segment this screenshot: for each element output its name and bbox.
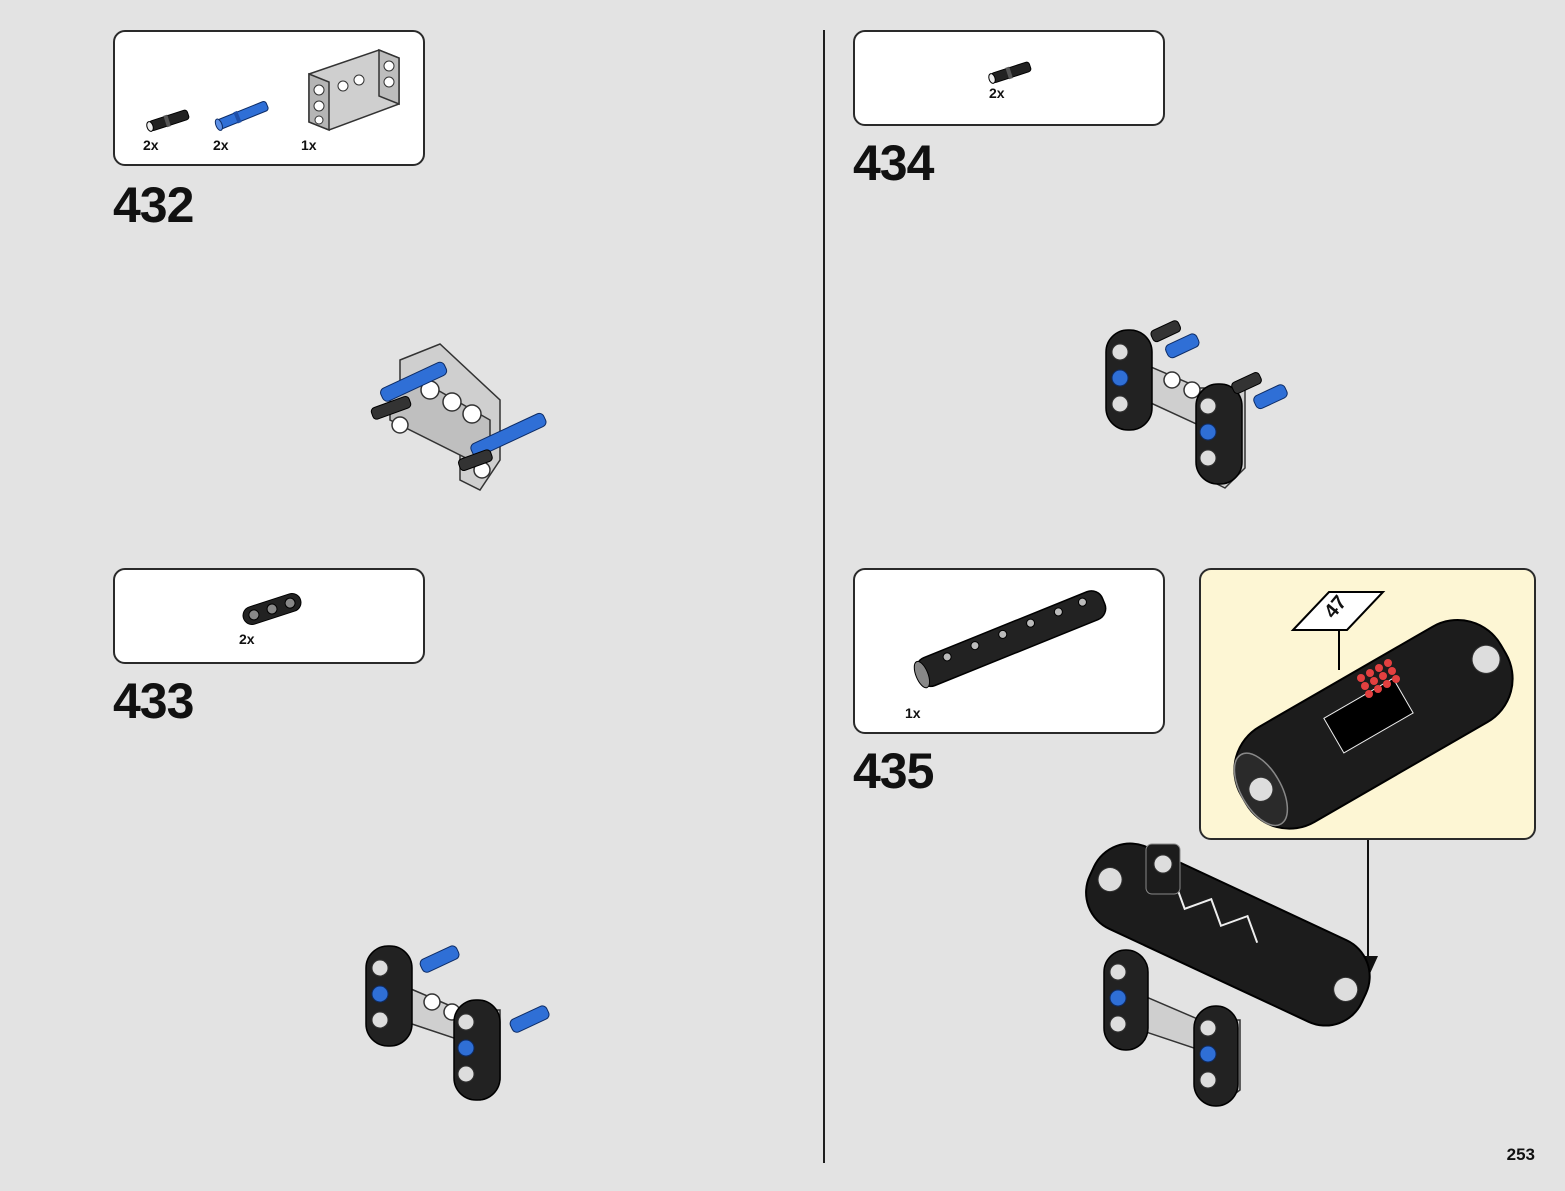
parts-box-step-432: 2x 2x 1x	[113, 30, 425, 166]
quantity-label: 2x	[143, 137, 159, 153]
sticker-callout-illustration	[1233, 591, 1514, 830]
step-number: 434	[853, 135, 934, 191]
assembly-illustration-432	[370, 343, 547, 491]
quantity-label: 2x	[239, 631, 255, 647]
quantity-label: 2x	[213, 137, 229, 153]
black-pin-icon	[988, 61, 1032, 84]
parts-box-step-435: 1x	[853, 568, 1165, 734]
sticker-icon	[1290, 591, 1386, 631]
parts-box-step-433: 2x	[113, 568, 425, 664]
black-panel-beam-icon	[913, 590, 1107, 689]
quantity-label: 1x	[301, 137, 317, 153]
grey-frame-icon	[308, 48, 400, 132]
step-number: 435	[853, 743, 934, 799]
step-number: 432	[113, 177, 194, 233]
assembly-illustration-434	[1105, 320, 1288, 489]
step-number: 433	[113, 673, 194, 729]
page-divider	[823, 30, 825, 1163]
black-beam-icon	[242, 593, 302, 625]
sticker-callout: 47	[1199, 568, 1536, 840]
parts-box-step-434: 2x	[853, 30, 1165, 126]
sticker-dot-grid	[1357, 659, 1400, 698]
quantity-label: 1x	[905, 705, 921, 721]
black-pin-icon	[146, 109, 190, 132]
assembly-illustration-435	[1085, 842, 1371, 1107]
page-number: 253	[1506, 1145, 1535, 1164]
blue-axle-pin-icon	[214, 101, 269, 131]
assembly-illustration-433	[365, 945, 550, 1101]
quantity-label: 2x	[989, 85, 1005, 101]
